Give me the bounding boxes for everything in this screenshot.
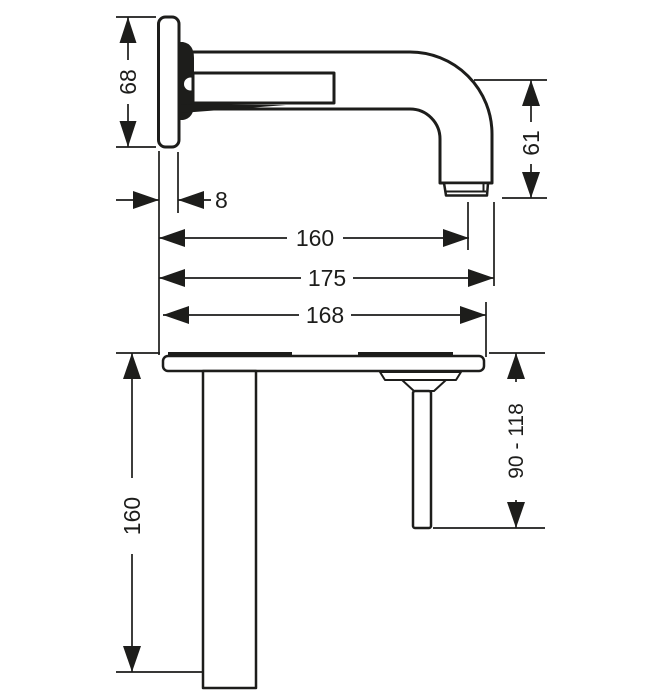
handle-shadow [181, 104, 286, 113]
faucet-side [157, 15, 494, 197]
spout-projection-body [201, 369, 258, 690]
plate-top-bar-left [168, 352, 292, 357]
dim-label-plate-width: 168 [306, 302, 344, 328]
base-plate [161, 354, 486, 373]
plan-view: 160 90 - 118 [116, 352, 545, 690]
dim-plate-width: 168 [163, 302, 487, 357]
handle-stem [411, 389, 433, 530]
dim-spout-projection: 160 [116, 352, 202, 673]
dim-label-total-projection: 175 [308, 265, 346, 291]
handle-cone [401, 379, 447, 392]
dim-label-spout-reach: 160 [296, 225, 334, 251]
faucet-plan [161, 352, 486, 690]
plate-top-bar-right [358, 352, 453, 357]
dim-handle-projection: 90 - 118 [433, 352, 545, 529]
dim-label-escutcheon-depth: 8 [215, 187, 228, 213]
dim-label-outlet-drop: 61 [518, 130, 544, 156]
dim-label-handle-projection: 90 - 118 [505, 403, 528, 479]
dim-outlet-drop: 61 [474, 79, 547, 199]
dim-label-spout-projection: 160 [119, 497, 145, 535]
handle-lever [191, 71, 336, 105]
handle-rosette [379, 371, 462, 381]
dim-escutcheon-depth: 8 [116, 151, 228, 355]
dim-escutcheon-height: 68 [113, 16, 156, 148]
aerator-detail [446, 184, 486, 193]
dim-label-escutcheon-height: 68 [115, 69, 141, 95]
aerator [442, 181, 490, 197]
dim-total-projection: 175 [159, 202, 495, 291]
dim-spout-reach: 160 [159, 202, 469, 251]
side-view: 68 8 160 175 [113, 15, 547, 357]
escutcheon-plate [157, 15, 181, 149]
